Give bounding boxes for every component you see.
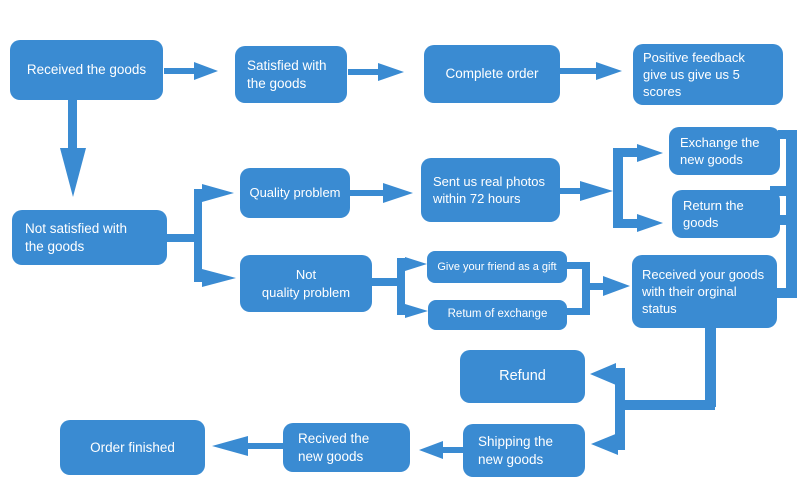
arrow-recived-to-finished-head-icon [212,436,248,456]
arrow-satisfied-to-complete-head-icon [378,63,404,81]
arrow-shipping-to-recived-shaft [443,447,464,453]
node-sent-us-real-photos: Sent us real photos within 72 hours [421,158,560,222]
node-not-quality-problem: Not quality problem [240,255,372,312]
split-status-vbar [615,368,625,450]
arrow-to-exchange-head-icon [637,144,663,162]
arrow-to-return-head-icon [637,214,663,232]
node-shipping-the-new-goods: Shipping the new goods [463,424,585,477]
node-exchange-the-new-goods: Exchange the new goods [669,127,780,175]
arrow-satisfied-to-complete-shaft [348,69,378,75]
split-notquality-stem [371,278,399,286]
arrow-to-gift-head-icon [405,257,427,271]
node-refund: Refund [460,350,585,403]
arrow-recived-to-finished-shaft [248,443,283,449]
node-not-satisfied-with-the-goods: Not satisfied with the goods [12,210,167,265]
merge-shaft [590,283,603,290]
elbow-foot-to-received-status [768,288,788,298]
split-status-down-seg [705,327,716,407]
arrow-quality-to-photos-shaft [350,190,383,196]
elbow-return-tab [770,215,786,225]
arrow-shipping-to-recived-head-icon [419,441,443,459]
node-order-finished: Order finished [60,420,205,475]
arrow-to-quality-problem-head-icon [202,184,234,202]
arrow-to-refund-head-icon [590,363,616,385]
arrow-received-to-notsatisfied-shaft [68,100,77,148]
node-complete-order: Complete order [424,45,560,103]
arrow-complete-to-feedback-head-icon [596,62,622,80]
arrow-received-to-satisfied-head-icon [194,62,218,80]
split-photos-stem-head-icon [580,181,613,201]
arrow-complete-to-feedback-shaft [560,68,596,74]
node-retum-of-exchange: Retum of exchange [428,300,567,330]
split-photos-stem [560,188,580,194]
merge-vbar [582,262,590,315]
merge-retum-tab [566,308,584,315]
arrow-to-not-quality-problem-head-icon [202,269,236,287]
elbow-return-top-tab [770,186,786,196]
node-satisfied-with-the-goods: Satisfied with the goods [235,46,347,103]
split-photos-top-tab [623,148,637,157]
node-received-your-goods-original-status: Received your goods with their orginal s… [632,255,777,328]
arrow-to-received-status-head-icon [603,276,630,296]
arrow-received-to-satisfied-shaft [164,68,194,74]
split-photos-vbar [613,148,623,228]
split-notsatisfied-stem [166,234,196,242]
split-notsatisfied-vbar [194,189,202,282]
node-positive-feedback: Positive feedback give us give us 5 scor… [633,44,783,105]
node-give-your-friend-as-a-gift: Give your friend as a gift [427,251,567,283]
elbow-right-vbar [786,130,797,298]
merge-gift-tab [566,262,584,269]
node-recived-the-new-goods: Recived the new goods [283,423,410,472]
node-return-the-goods: Return the goods [672,190,780,238]
split-notquality-vbar [397,258,405,315]
split-status-hseg [620,400,715,410]
arrow-to-shipping-head-icon [591,433,618,455]
node-received-the-goods: Received the goods [10,40,163,100]
elbow-exchange-tab [778,130,786,139]
arrow-to-retum-exchange-head-icon [405,304,428,318]
arrow-received-to-notsatisfied-head-icon [60,148,86,197]
arrow-quality-to-photos-head-icon [383,183,413,203]
node-quality-problem: Quality problem [240,168,350,218]
split-photos-bottom-tab [623,219,637,228]
